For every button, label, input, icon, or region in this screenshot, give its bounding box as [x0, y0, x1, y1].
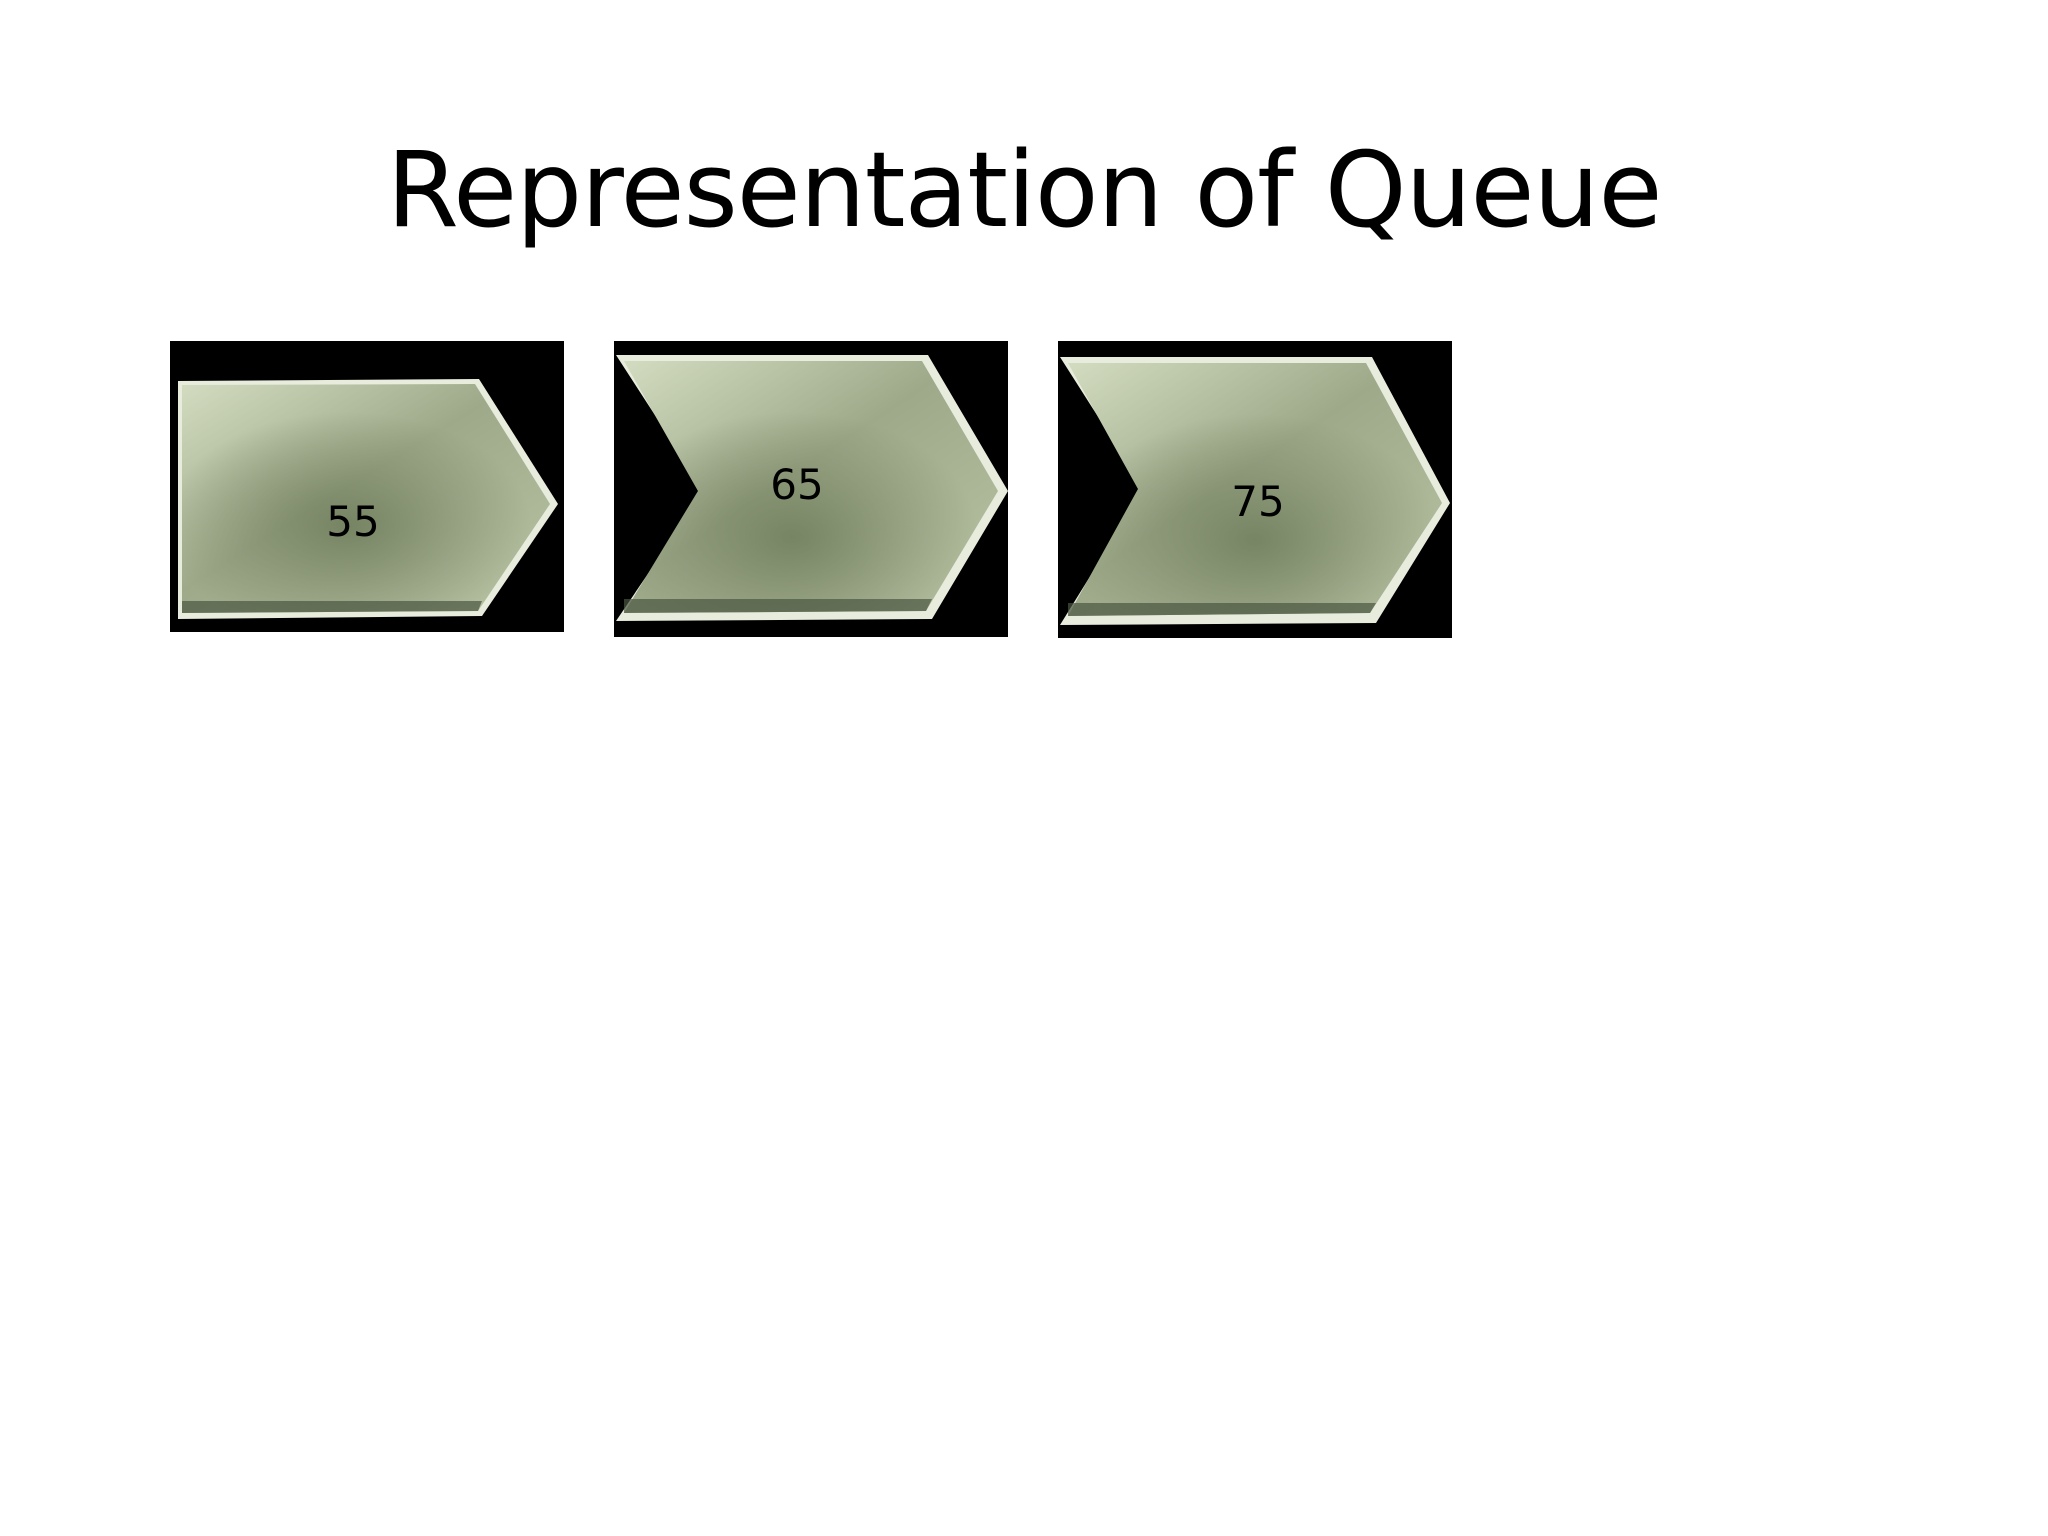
queue-element-value: 55 — [326, 497, 380, 546]
chevron-shape-icon — [616, 355, 1008, 621]
queue-element-2: 65 — [614, 341, 1008, 637]
slide-title: Representation of Queue — [386, 129, 1663, 251]
queue-element-value: 65 — [770, 460, 824, 509]
queue-element-3: 75 — [1058, 341, 1452, 638]
queue-element-value: 75 — [1231, 477, 1285, 526]
queue-element-1: 55 — [170, 341, 564, 632]
arrow-shape-icon — [178, 379, 558, 619]
chevron-shape-icon — [1060, 357, 1450, 625]
